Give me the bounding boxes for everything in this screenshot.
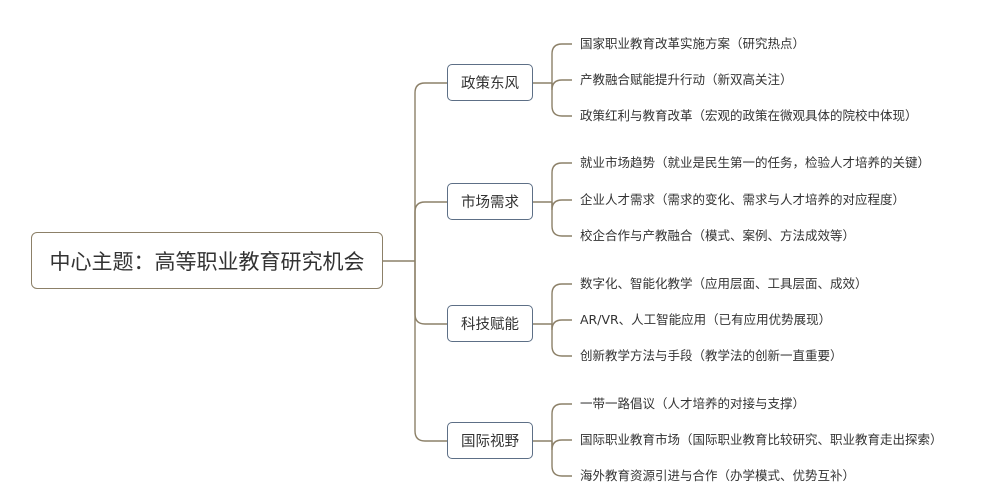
- leaf-connector-3-3: [551, 324, 572, 357]
- leaf-technology-1[interactable]: 数字化、智能化教学（应用层面、工具层面、成效）: [580, 276, 868, 291]
- leaf-market-2[interactable]: 企业人才需求（需求的变化、需求与人才培养的对应程度）: [580, 192, 906, 207]
- branch-connector-4: [414, 261, 447, 442]
- branch-connector-2: [414, 201, 447, 261]
- leaf-connector-3-2: [551, 319, 572, 331]
- leaf-connector-2-1: [551, 162, 572, 202]
- leaf-international-1[interactable]: 一带一路倡议（人才培养的对接与支撑）: [580, 396, 806, 411]
- leaf-technology-2[interactable]: AR/VR、人工智能应用（已有应用优势展现）: [580, 312, 832, 327]
- leaf-connector-1-2: [551, 79, 572, 91]
- leaf-policy-3[interactable]: 政策红利与教育改革（宏观的政策在微观具体的院校中体现）: [580, 108, 918, 123]
- leaf-connector-2-3: [551, 202, 572, 237]
- branch-international[interactable]: 国际视野: [447, 422, 533, 459]
- leaf-market-1[interactable]: 就业市场趋势（就业是民生第一的任务，检验人才培养的关键）: [580, 155, 931, 170]
- leaf-market-3[interactable]: 校企合作与产教融合（模式、案例、方法成效等）: [580, 228, 856, 243]
- branch-policy[interactable]: 政策东风: [447, 64, 533, 101]
- leaf-connector-1-3: [551, 83, 572, 117]
- leaf-connector-2-2: [551, 199, 572, 211]
- leaf-connector-4-3: [551, 441, 572, 477]
- leaf-international-2[interactable]: 国际职业教育市场（国际职业教育比较研究、职业教育走出探索）: [580, 432, 943, 447]
- leaf-policy-1[interactable]: 国家职业教育改革实施方案（研究热点）: [580, 36, 806, 51]
- leaf-policy-2[interactable]: 产教融合赋能提升行动（新双高关注）: [580, 72, 793, 87]
- leaf-connector-1-1: [551, 43, 572, 83]
- branch-technology[interactable]: 科技赋能: [447, 305, 533, 342]
- leaf-technology-3[interactable]: 创新教学方法与手段（教学法的创新一直重要）: [580, 348, 843, 363]
- leaf-connector-4-1: [551, 403, 572, 441]
- branch-connector-1: [414, 82, 447, 261]
- branch-market[interactable]: 市场需求: [447, 183, 533, 220]
- leaf-connector-4-2: [551, 439, 572, 451]
- branch-connector-3: [414, 261, 447, 325]
- central-topic[interactable]: 中心主题：高等职业教育研究机会: [31, 232, 383, 289]
- leaf-connector-3-1: [551, 283, 572, 324]
- leaf-international-3[interactable]: 海外教育资源引进与合作（办学模式、优势互补）: [580, 468, 856, 483]
